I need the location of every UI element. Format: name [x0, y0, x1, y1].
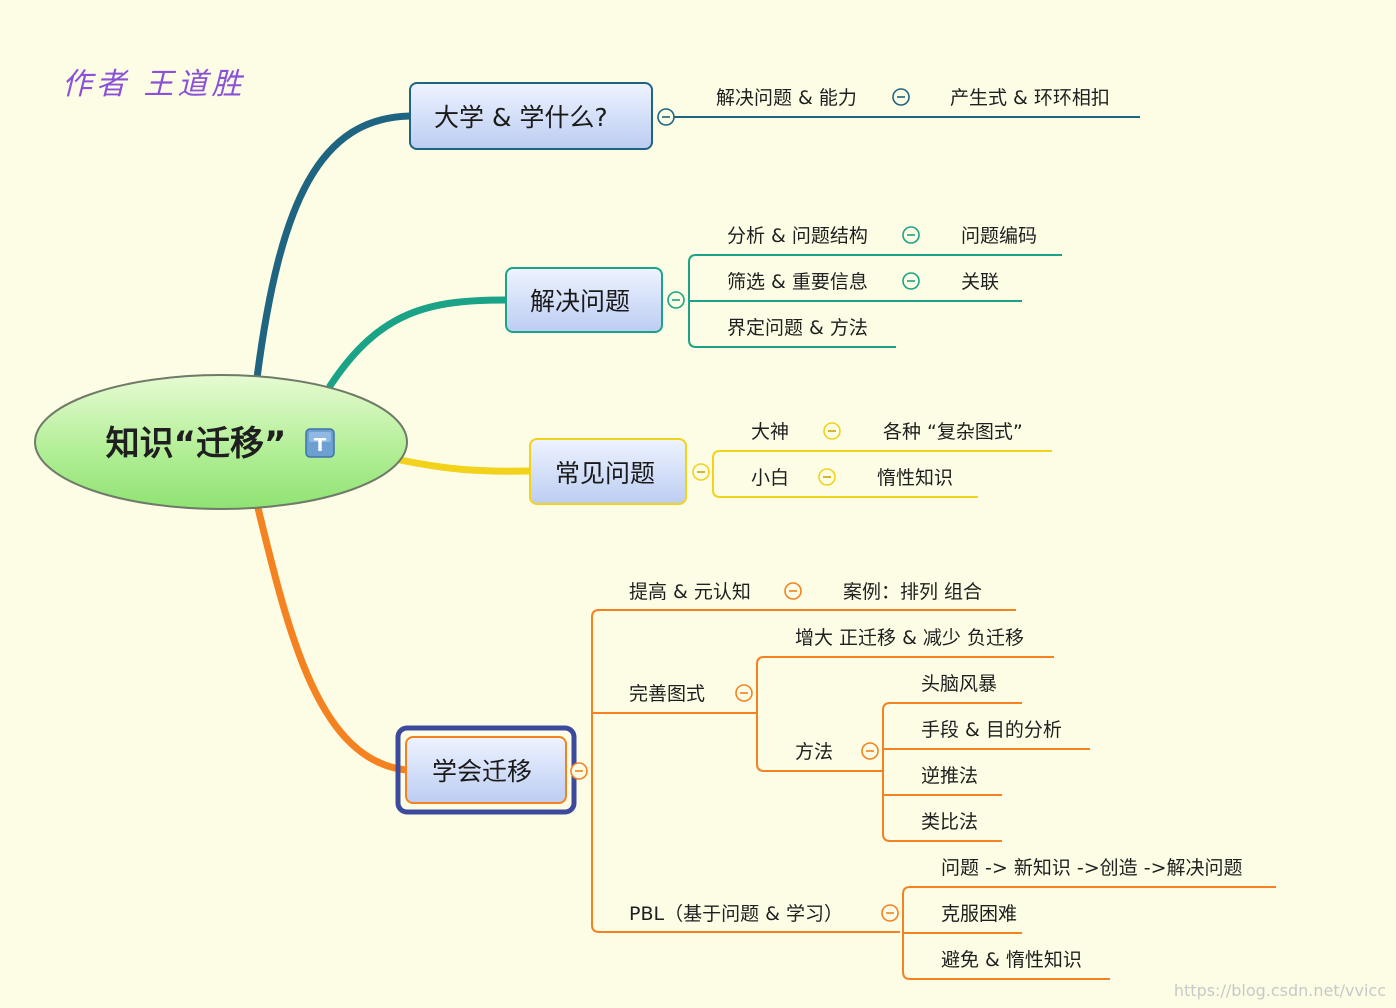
branch-line-common — [396, 456, 534, 475]
root-topic[interactable]: 知识“迁移” T — [34, 374, 408, 510]
node-case-permutation[interactable]: 案例：排列 组合 — [843, 581, 982, 603]
node-brainstorm[interactable]: 头脑风暴 — [921, 673, 997, 695]
text-note-icon[interactable]: T — [305, 428, 335, 458]
collapse-filter-info[interactable] — [902, 272, 920, 290]
connector — [882, 702, 1022, 842]
branch-line-solve — [326, 296, 510, 390]
connector — [756, 656, 1054, 772]
node-analogy[interactable]: 类比法 — [921, 811, 978, 833]
node-refine-schema[interactable]: 完善图式 — [629, 683, 705, 705]
node-define-method[interactable]: 界定问题 & 方法 — [727, 317, 868, 339]
node-metacognition[interactable]: 提高 & 元认知 — [629, 581, 751, 603]
node-pbl[interactable]: PBL（基于问题 & 学习） — [629, 903, 843, 925]
topic-solve-problem[interactable]: 解决问题 — [505, 267, 663, 333]
node-analyze-structure[interactable]: 分析 & 问题结构 — [727, 225, 868, 247]
collapse-expert[interactable] — [823, 422, 841, 440]
node-novice[interactable]: 小白 — [751, 467, 789, 489]
topic-solve-problem-title: 解决问题 — [530, 287, 630, 316]
collapse-learn-transfer[interactable] — [570, 762, 588, 780]
topic-university-title: 大学 & 学什么? — [434, 103, 608, 132]
node-production-rule[interactable]: 产生式 & 环环相扣 — [950, 87, 1110, 109]
node-backward[interactable]: 逆推法 — [921, 765, 978, 787]
collapse-common-problems[interactable] — [692, 463, 710, 481]
collapse-metacognition[interactable] — [784, 582, 802, 600]
topic-university[interactable]: 大学 & 学什么? — [409, 82, 653, 150]
root-title: 知识“迁移” — [106, 424, 287, 464]
node-expert[interactable]: 大神 — [751, 421, 789, 443]
node-complex-schema[interactable]: 各种 “复杂图式” — [883, 421, 1023, 443]
watermark: https://blog.csdn.net/vvicc — [1174, 981, 1386, 1000]
node-positive-transfer[interactable]: 增大 正迁移 & 减少 负迁移 — [795, 627, 1024, 649]
collapse-method[interactable] — [861, 742, 879, 760]
node-inert-knowledge[interactable]: 惰性知识 — [877, 467, 953, 489]
node-overcome[interactable]: 克服困难 — [941, 903, 1017, 925]
collapse-solve-problem[interactable] — [667, 291, 685, 309]
collapse-university[interactable] — [657, 108, 675, 126]
author-signature: 作者 王道胜 — [62, 67, 246, 102]
connector — [712, 450, 1052, 498]
branch-line-transfer — [254, 504, 410, 774]
node-association[interactable]: 关联 — [961, 271, 999, 293]
connector — [591, 609, 1016, 933]
topic-common-problems[interactable]: 常见问题 — [529, 438, 687, 505]
node-means-ends[interactable]: 手段 & 目的分析 — [921, 719, 1062, 741]
collapse-novice[interactable] — [818, 468, 836, 486]
collapse-analyze-structure[interactable] — [902, 226, 920, 244]
root-badge-label: T — [314, 435, 327, 456]
topic-learn-transfer[interactable]: 学会迁移 — [405, 736, 567, 804]
node-method[interactable]: 方法 — [795, 741, 833, 763]
topic-learn-transfer-title: 学会迁移 — [432, 757, 532, 786]
collapse-solve-ability[interactable] — [892, 88, 910, 106]
node-problem-encoding[interactable]: 问题编码 — [961, 225, 1037, 247]
branch-line-university — [253, 112, 414, 382]
collapse-refine-schema[interactable] — [735, 684, 753, 702]
node-solve-ability[interactable]: 解决问题 & 能力 — [716, 87, 857, 109]
node-avoid-inert[interactable]: 避免 & 惰性知识 — [941, 949, 1082, 971]
node-filter-info[interactable]: 筛选 & 重要信息 — [727, 271, 868, 293]
node-problem-chain[interactable]: 问题 -> 新知识 ->创造 ->解决问题 — [941, 857, 1243, 879]
topic-common-problems-title: 常见问题 — [555, 459, 655, 488]
collapse-pbl[interactable] — [881, 904, 899, 922]
